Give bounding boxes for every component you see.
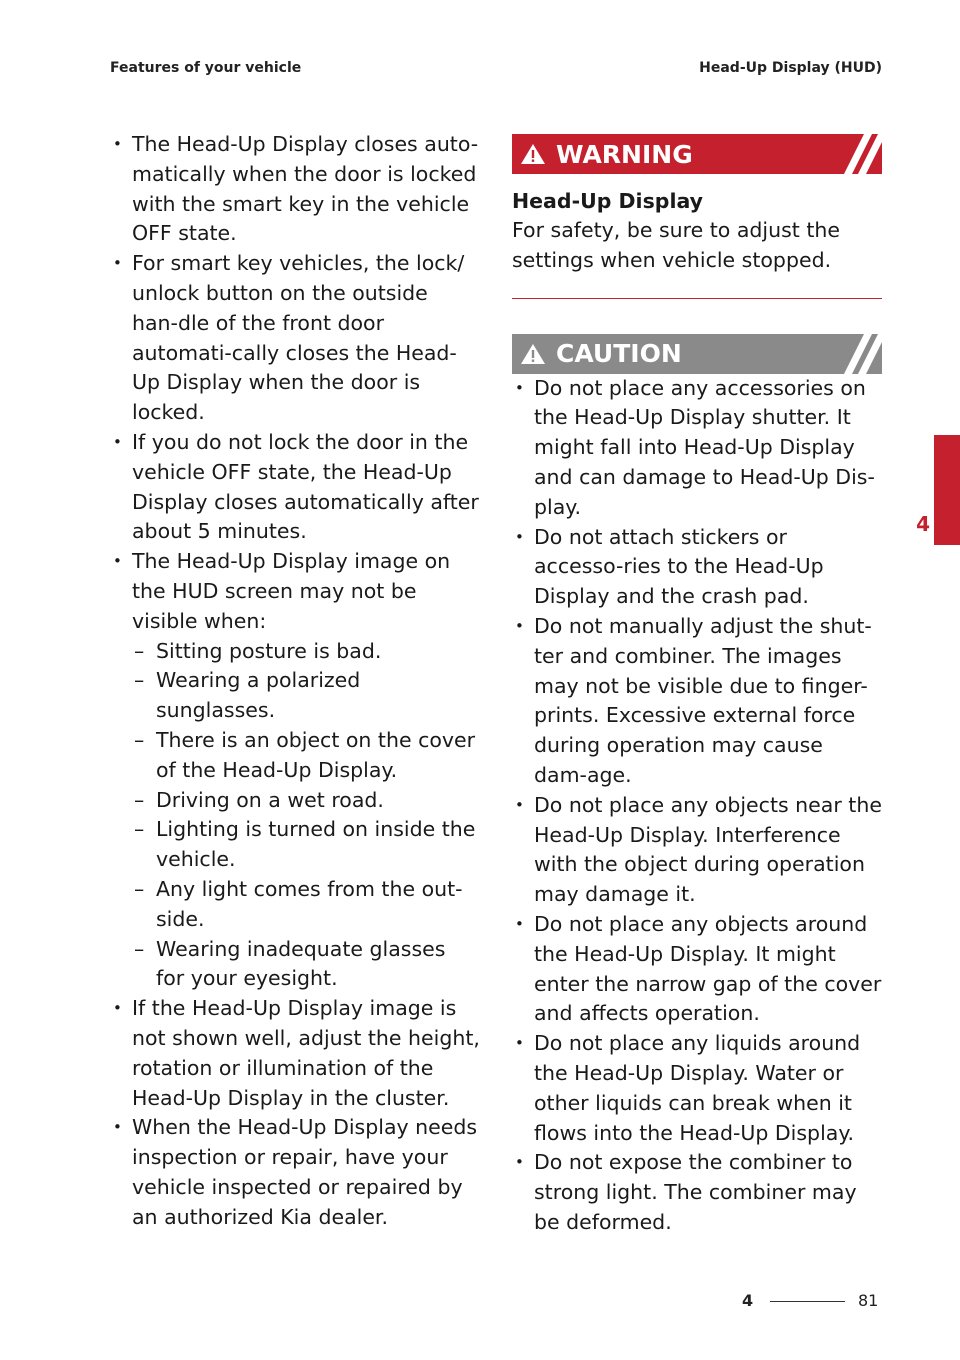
list-item-text: If you do not lock the door in the vehic… [132,429,479,544]
sub-list-item: Driving on a wet road. [132,786,480,816]
warning-label: WARNING [556,139,693,169]
caution-banner: CAUTION [512,333,882,374]
sub-list-item: Sitting posture is bad. [132,637,480,667]
list-item-text: The Head-Up Display image on the HUD scr… [132,549,451,633]
footer-chapter: 4 [742,1291,754,1310]
sub-list-item: Any light comes from the out-side. [132,875,480,935]
caution-section: CAUTION Do not place any accessories on … [512,333,882,1238]
warning-heading: Head-Up Display [512,189,704,213]
warning-banner: WARNING [512,134,882,174]
caution-item: Do not place any accessories on the Head… [512,374,882,523]
list-item-text: For smart key vehicles, the lock/ unlock… [132,251,465,425]
slash-decoration-icon [844,333,882,374]
list-item: The Head-Up Display image on the HUD scr… [110,547,480,994]
caution-item: Do not expose the combiner to strong lig… [512,1148,882,1237]
sub-list: Sitting posture is bad. Wearing a polari… [132,637,480,995]
right-column: WARNING Head-Up Display For safety, be s… [512,134,882,1238]
sub-list-item: Lighting is turned on inside the vehicle… [132,815,480,875]
info-list: The Head-Up Display closes auto-maticall… [110,130,480,1232]
caution-triangle-icon [521,343,545,364]
warning-triangle-icon [521,144,545,164]
list-item: If the Head-Up Display image is not show… [110,994,480,1113]
list-item-text: If the Head-Up Display image is not show… [132,996,480,1110]
caution-item: Do not place any liquids around the Head… [512,1029,882,1148]
slash-decoration-icon [844,134,882,174]
chapter-side-number: 4 [916,512,930,536]
warning-text: For safety, be sure to adjust the settin… [512,218,840,272]
caution-item: Do not place any objects around the Head… [512,910,882,1029]
caution-item: Do not place any objects near the Head-U… [512,791,882,910]
caution-item: Do not attach stickers or accesso-ries t… [512,523,882,612]
footer-divider [770,1301,845,1302]
sub-list-item: Wearing inadequate glasses for your eyes… [132,935,480,995]
running-header-topic: Head-Up Display (HUD) [699,60,882,76]
running-header-section: Features of your vehicle [110,60,302,76]
list-item-text: When the Head-Up Display needs inspectio… [132,1115,478,1229]
caution-label: CAUTION [556,339,682,369]
caution-list: Do not place any accessories on the Head… [512,374,882,1238]
list-item: When the Head-Up Display needs inspectio… [110,1113,480,1232]
list-item: For smart key vehicles, the lock/ unlock… [110,249,480,428]
list-item-text: The Head-Up Display closes auto-maticall… [132,132,479,246]
list-item: The Head-Up Display closes auto-maticall… [110,130,480,249]
section-divider [512,297,882,299]
chapter-side-tab [934,435,960,545]
sub-list-item: There is an object on the cover of the H… [132,726,480,786]
left-column: The Head-Up Display closes auto-maticall… [110,130,480,1232]
caution-item: Do not manually adjust the shut-ter and … [512,612,882,791]
list-item: If you do not lock the door in the vehic… [110,428,480,547]
page-number: 81 [858,1291,879,1310]
sub-list-item: Wearing a polarized sunglasses. [132,666,480,726]
